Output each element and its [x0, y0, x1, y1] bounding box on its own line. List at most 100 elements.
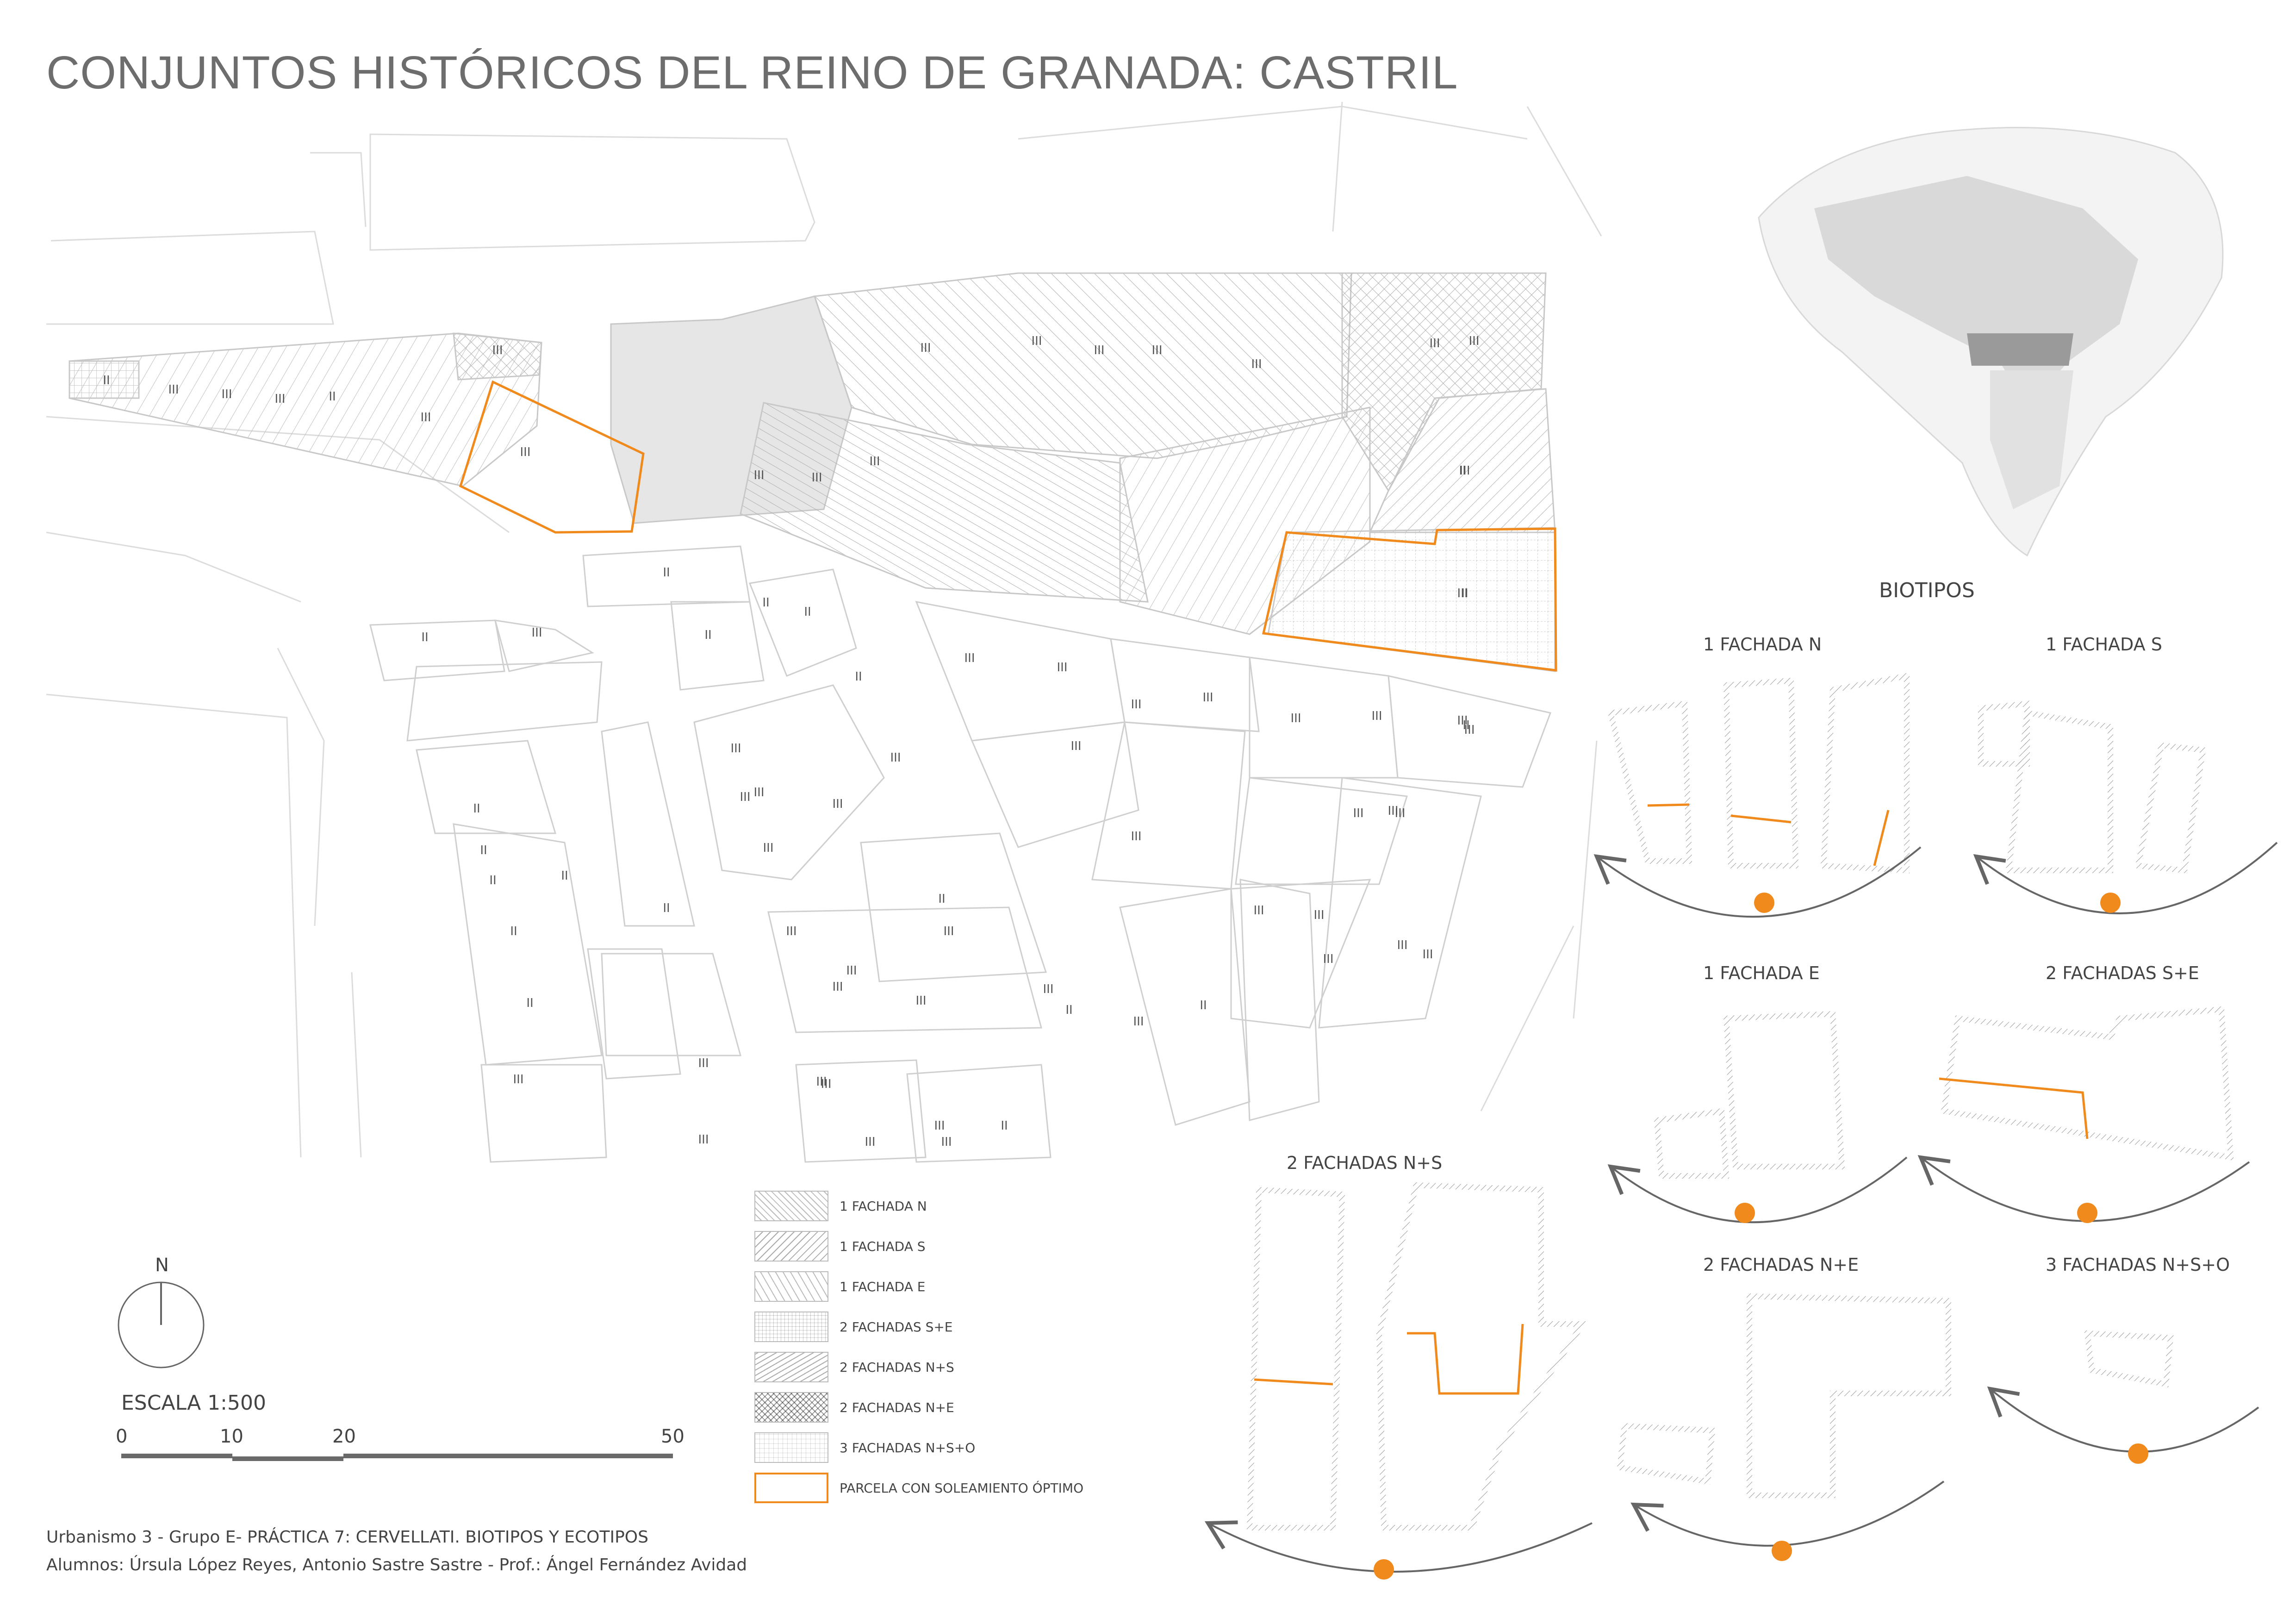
- floor-count-label: III: [1133, 1015, 1144, 1029]
- floor-count-label: III: [1457, 714, 1468, 728]
- floor-count-label: III: [274, 392, 285, 406]
- scale-tick: 50: [661, 1426, 684, 1447]
- floor-count-label: III: [1290, 712, 1301, 725]
- floor-count-label: III: [730, 742, 741, 756]
- biotipo-title: 2 FACHADAS N+E: [1703, 1255, 1859, 1275]
- floor-count-label: III: [753, 786, 764, 800]
- legend-item: 2 FACHADAS N+E: [754, 1391, 954, 1424]
- floor-count-label: III: [1043, 982, 1053, 996]
- north-arrow-icon: [118, 1281, 205, 1368]
- north-blocks: [68, 272, 1556, 672]
- floor-count-label: III: [865, 1135, 875, 1149]
- biotipo-title: 3 FACHADAS N+S+O: [2046, 1255, 2230, 1275]
- floor-count-label: III: [934, 1119, 945, 1133]
- floor-count-label: III: [1323, 952, 1333, 966]
- floor-count-label: III: [1397, 938, 1407, 952]
- floor-count-label: III: [920, 341, 931, 355]
- floor-count-label: III: [1131, 698, 1141, 712]
- floor-count-label: II: [489, 874, 496, 887]
- floor-count-label: III: [221, 387, 232, 401]
- floor-count-label: III: [513, 1073, 523, 1087]
- floor-count-label: III: [943, 924, 954, 938]
- biotipos-heading: BIOTIPOS: [1879, 579, 1975, 602]
- floor-count-label: II: [1462, 718, 1469, 732]
- south-blocks: [369, 545, 1552, 1163]
- scale-tick: 10: [220, 1426, 243, 1447]
- scale-bar: [121, 1454, 673, 1461]
- floor-count-label: III: [520, 445, 530, 459]
- floor-count-label: III: [531, 626, 542, 640]
- sun-markers: [1374, 893, 2148, 1580]
- legend-item: PARCELA CON SOLEAMIENTO ÓPTIMO: [754, 1472, 1083, 1504]
- floor-count-label: III: [1070, 739, 1081, 753]
- footer-course: Urbanismo 3 - Grupo E- PRÁCTICA 7: CERVE…: [46, 1528, 648, 1547]
- floor-count-label: III: [1253, 904, 1264, 918]
- floor-count-label: III: [740, 790, 750, 804]
- optimal-parcels: [459, 380, 1557, 672]
- floor-count-label: II: [329, 390, 336, 404]
- floor-count-label: II: [103, 374, 110, 387]
- scale-tick: 0: [116, 1426, 128, 1447]
- floor-count-label: III: [915, 994, 926, 1008]
- floor-count-label: III: [1131, 830, 1141, 843]
- floor-count-label: II: [1459, 464, 1466, 478]
- legend-item: 2 FACHADAS N+S: [754, 1351, 954, 1383]
- floor-count-label: III: [763, 841, 773, 855]
- biotipo-diagrams: [1204, 672, 2278, 1573]
- floor-count-label: III: [1353, 806, 1363, 820]
- floor-count-label: III: [1031, 334, 1042, 348]
- floor-count-label: III: [821, 1077, 831, 1091]
- floor-count-label: II: [804, 605, 811, 619]
- legend-item: 3 FACHADAS N+S+O: [754, 1431, 975, 1464]
- floor-count-label: III: [811, 471, 822, 485]
- locator-map: [1758, 127, 2224, 557]
- floor-count-label: III: [1457, 587, 1468, 600]
- floor-count-label: III: [1388, 804, 1398, 818]
- page-title: CONJUNTOS HISTÓRICOS DEL REINO DE GRANAD…: [46, 47, 1458, 99]
- biotipo-title: 2 FACHADAS N+S: [1287, 1153, 1443, 1173]
- floor-count-label: III: [1057, 661, 1067, 675]
- floor-count-label: III: [832, 797, 843, 811]
- floor-count-label: III: [890, 751, 901, 765]
- floor-count-label: II: [762, 596, 769, 610]
- floor-count-label: III: [941, 1135, 952, 1149]
- floor-count-label: III: [1468, 334, 1479, 348]
- floor-count-label: II: [1200, 999, 1207, 1012]
- legend-item: 1 FACHADA N: [754, 1190, 927, 1222]
- north-label: N: [155, 1255, 169, 1276]
- floor-count-label: II: [704, 628, 711, 642]
- floor-count-label: III: [1394, 806, 1405, 820]
- floor-count-label: II: [480, 843, 487, 857]
- legend-item: 1 FACHADA E: [754, 1270, 926, 1303]
- floor-count-label: III: [420, 411, 431, 425]
- scale-label: ESCALA 1:500: [121, 1391, 266, 1415]
- floor-count-label: III: [1094, 344, 1104, 357]
- floor-count-label: II: [1461, 587, 1468, 600]
- floor-count-label: III: [816, 1075, 827, 1089]
- legend-item: 1 FACHADA S: [754, 1230, 926, 1262]
- floor-count-label: III: [1251, 357, 1262, 371]
- floor-count-label: III: [964, 651, 975, 665]
- floor-count-label: III: [846, 964, 857, 978]
- floor-count-label: II: [526, 996, 533, 1010]
- biotipo-title: 1 FACHADA S: [2046, 634, 2162, 655]
- floor-count-label: III: [869, 455, 880, 468]
- floor-count-label: III: [832, 980, 843, 994]
- biotipo-title: 1 FACHADA E: [1703, 963, 1820, 983]
- floor-count-label: II: [510, 924, 517, 938]
- floor-count-label: III: [1371, 709, 1382, 723]
- floor-count-label: III: [698, 1056, 709, 1070]
- biotipo-title: 2 FACHADAS S+E: [2046, 963, 2199, 983]
- floor-count-label: II: [663, 901, 670, 915]
- floor-count-label: III: [168, 383, 179, 397]
- floor-count-label: III: [1464, 723, 1475, 737]
- floor-count-label: III: [1459, 464, 1470, 478]
- floor-count-label: II: [1001, 1119, 1008, 1133]
- floor-count-label: III: [698, 1133, 709, 1147]
- floor-count-label: III: [753, 468, 764, 482]
- biotipo-title: 1 FACHADA N: [1703, 634, 1822, 655]
- floor-count-label: III: [1429, 337, 1440, 350]
- floor-count-label: II: [421, 631, 428, 644]
